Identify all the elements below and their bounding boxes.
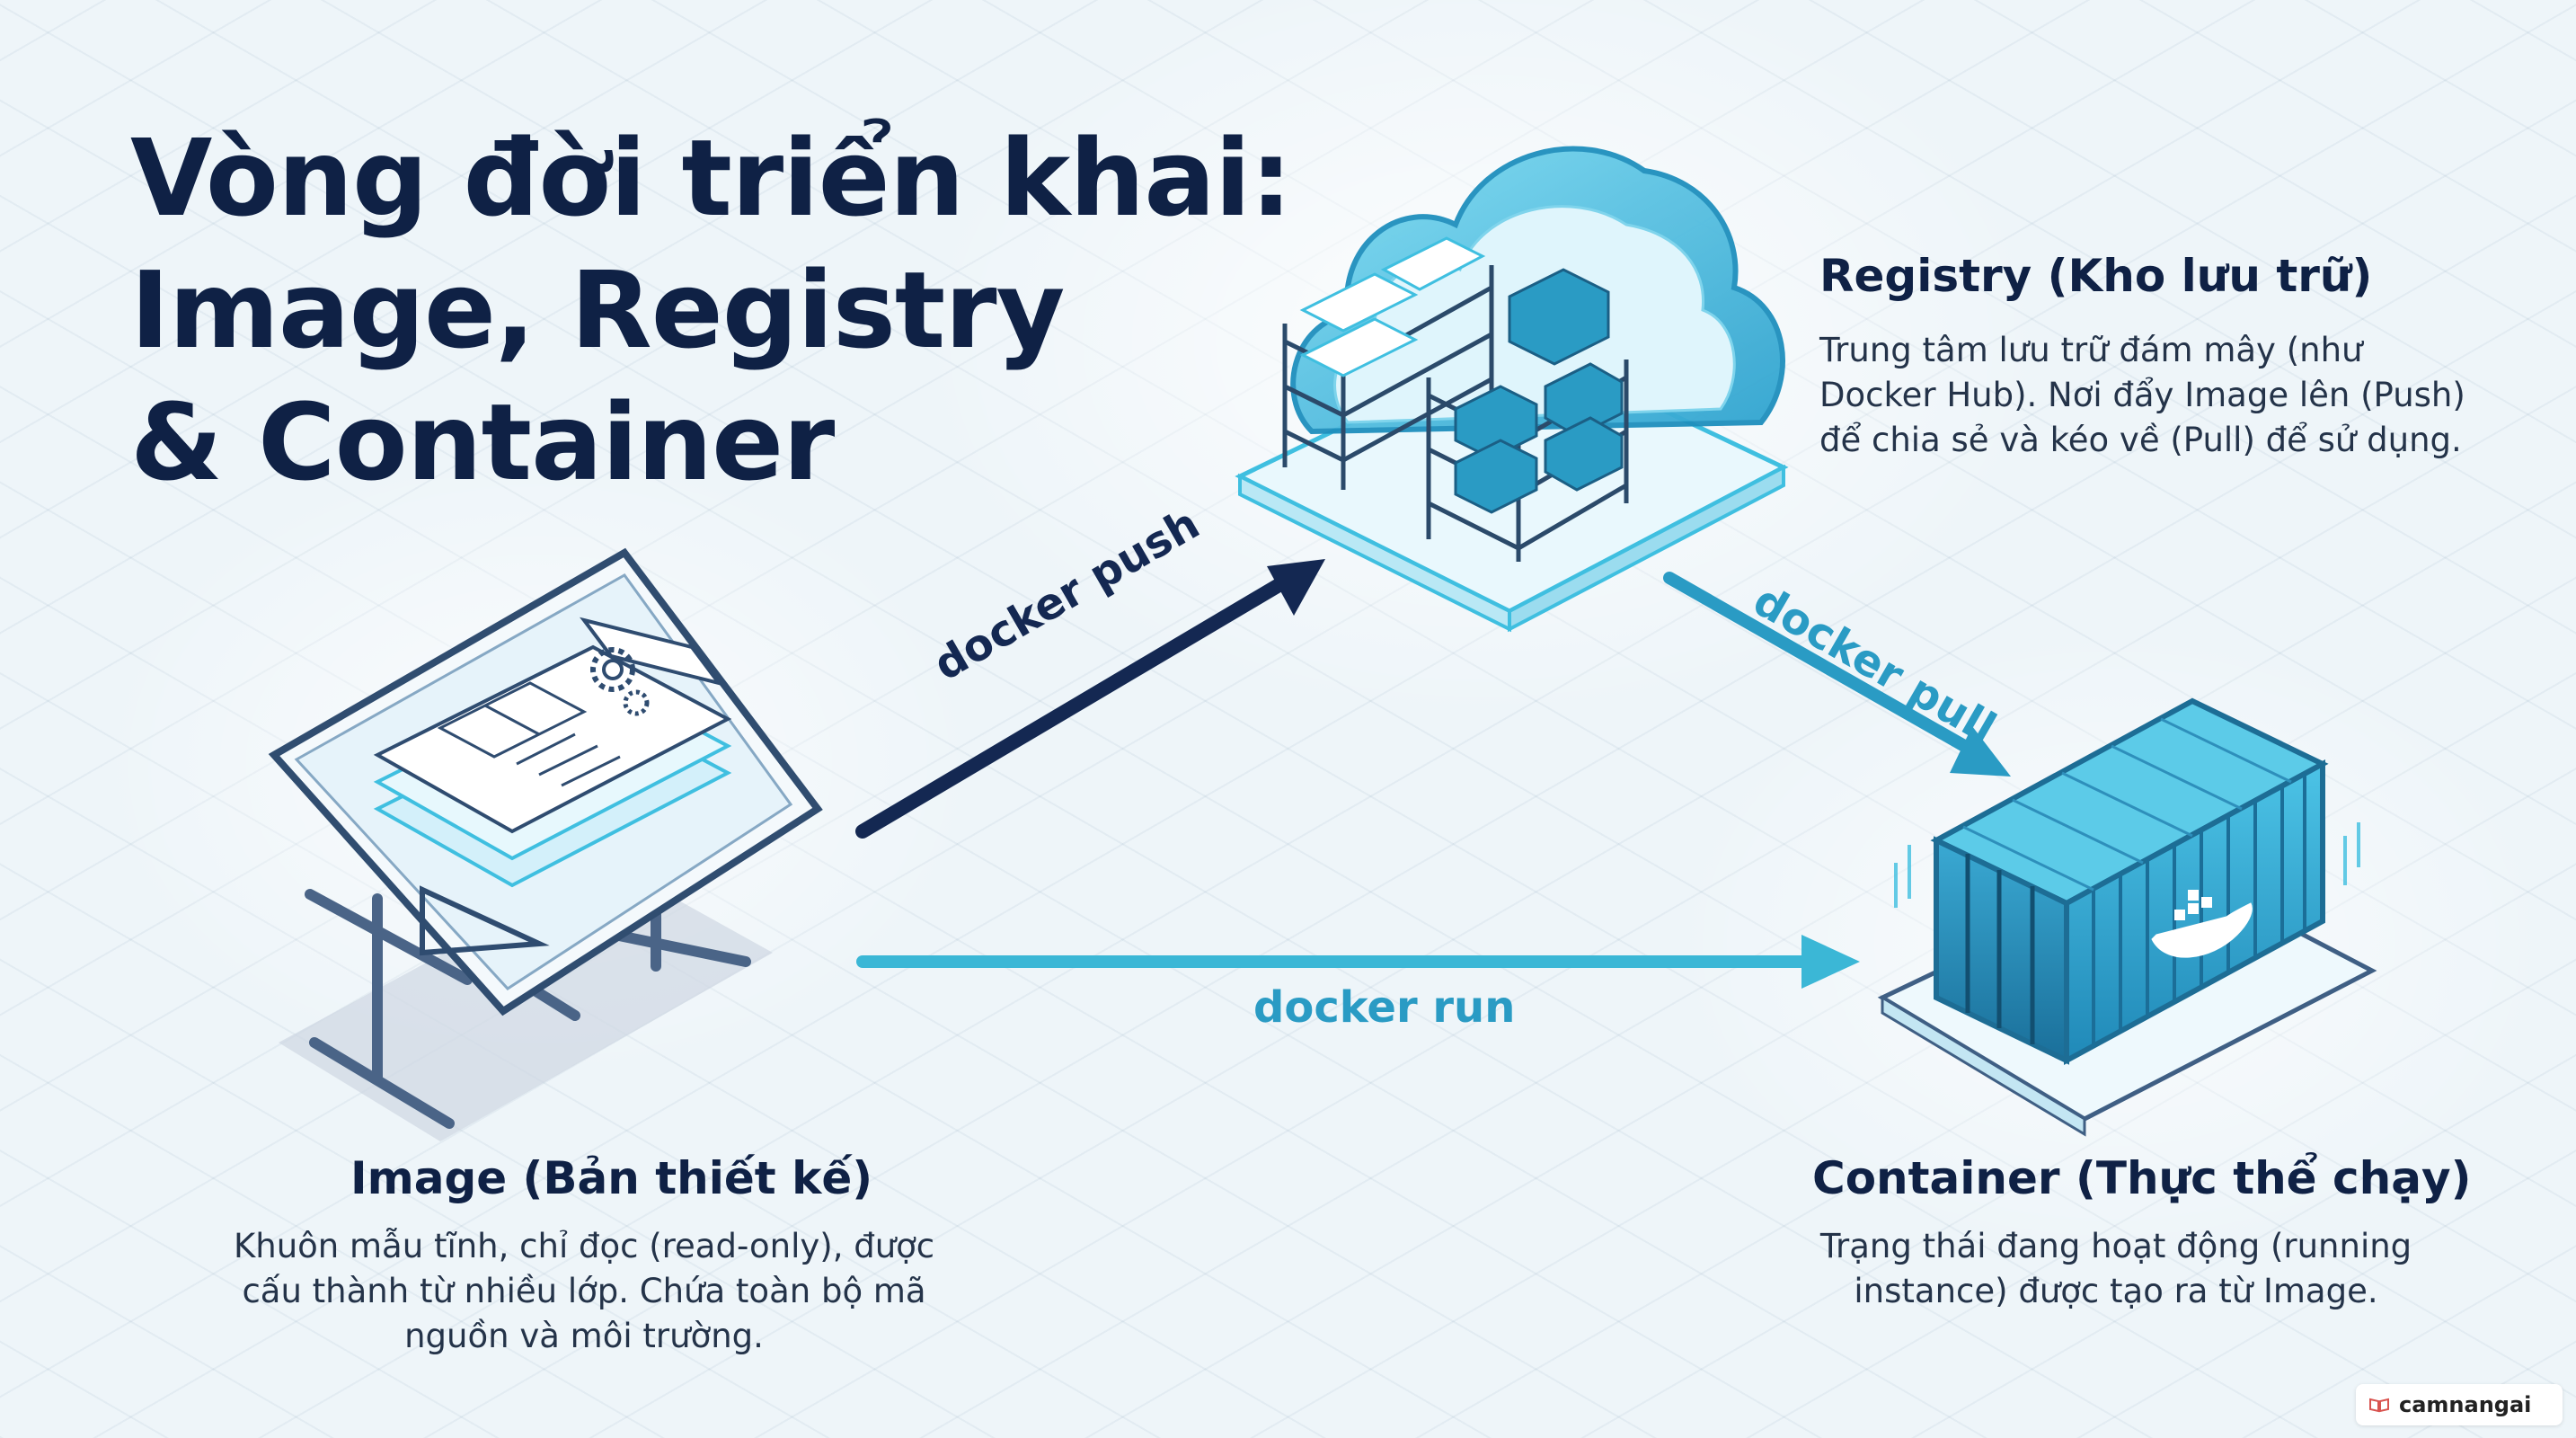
docker-pull-arrow: [1663, 572, 2011, 777]
docker-run-label: docker run: [1253, 982, 1516, 1033]
registry-description: Trung tâm lưu trữ đám mây (như Docker Hu…: [1819, 328, 2465, 463]
image-description: Khuôn mẫu tĩnh, chỉ đọc (read-only), đượ…: [234, 1224, 934, 1359]
page-title: Vòng đời triển khai: Image, Registry & C…: [130, 112, 1292, 509]
image-heading: Image (Bản thiết kế): [350, 1152, 873, 1204]
title-line-3: & Container: [130, 380, 835, 504]
container-description-line: instance) được tạo ra từ Image.: [1854, 1272, 2378, 1310]
image-description-line: cấu thành từ nhiều lớp. Chứa toàn bộ mã: [242, 1272, 926, 1310]
registry-description-line: Trung tâm lưu trữ đám mây (như: [1819, 331, 2363, 369]
registry-cloud-icon: [1235, 146, 1789, 633]
book-icon: [2369, 1398, 2389, 1413]
watermark-text: camnangai: [2399, 1392, 2532, 1417]
title-line-1: Vòng đời triển khai:: [130, 116, 1292, 240]
registry-description-line: để chia sẻ và kéo về (Pull) để sử dụng.: [1819, 421, 2462, 459]
title-line-2: Image, Registry: [130, 248, 1065, 372]
container-description: Trạng thái đang hoạt động (running insta…: [1806, 1224, 2426, 1314]
container-shipping-icon: [1877, 697, 2377, 1137]
docker-run-arrow: [856, 935, 1860, 989]
image-description-line: nguồn và môi trường.: [404, 1317, 764, 1355]
container-description-line: Trạng thái đang hoạt động (running: [1819, 1227, 2412, 1265]
container-heading: Container (Thực thể chạy): [1812, 1152, 2472, 1204]
registry-description-line: Docker Hub). Nơi đẩy Image lên (Push): [1819, 376, 2465, 414]
image-blueprint-table-icon: [268, 547, 823, 1141]
image-description-line: Khuôn mẫu tĩnh, chỉ đọc (read-only), đượ…: [234, 1227, 935, 1265]
docker-push-arrow: [855, 559, 1325, 839]
registry-heading: Registry (Kho lưu trữ): [1819, 250, 2373, 302]
watermark-badge[interactable]: camnangai: [2356, 1384, 2563, 1425]
